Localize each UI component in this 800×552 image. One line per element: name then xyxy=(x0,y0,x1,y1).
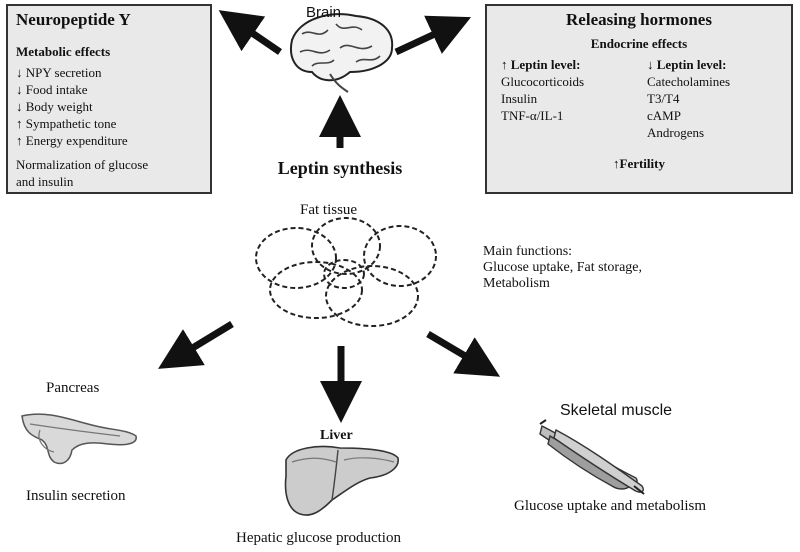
liver-illustration xyxy=(284,445,399,516)
leptin-down-item: T3/T4 xyxy=(647,91,680,106)
arrow-brain-to-npy xyxy=(218,10,282,55)
arrow-brain-to-releasing xyxy=(394,15,472,56)
arrow-fat-to-muscle xyxy=(426,330,501,377)
arrows xyxy=(158,10,501,423)
npy-box: Neuropeptide Y Metabolic effects ↓ NPY s… xyxy=(6,4,212,194)
leptin-down-item: Androgens xyxy=(647,125,705,140)
leptin-up-item: TNF-α/IL-1 xyxy=(501,108,564,123)
leptin-up-item: Insulin xyxy=(501,91,538,106)
npy-note-line: Normalization of glucose xyxy=(16,157,149,172)
leptin-up-column: ↑ Leptin level: Glucocorticoids Insulin … xyxy=(501,56,584,124)
pancreas-label: Pancreas xyxy=(46,380,100,396)
main-functions-line: Metabolism xyxy=(483,276,550,291)
leptin-synthesis-title: Leptin synthesis xyxy=(277,158,403,178)
fat-cells-illustration xyxy=(255,217,437,327)
releasing-subtitle: Endocrine effects xyxy=(590,36,688,51)
brain-label: Brain xyxy=(306,4,342,21)
npy-item: ↓ NPY secretion xyxy=(16,65,102,80)
leptin-down-item: cAMP xyxy=(647,108,681,123)
pancreas-illustration xyxy=(21,413,137,465)
brain-illustration xyxy=(290,13,394,93)
npy-items: ↓ NPY secretion ↓ Food intake ↓ Body wei… xyxy=(16,64,128,149)
releasing-title: Releasing hormones xyxy=(566,10,712,29)
npy-note-line: and insulin xyxy=(16,174,74,189)
main-functions-line: Main functions: xyxy=(483,244,573,259)
main-functions-text: Main functions: Glucose uptake, Fat stor… xyxy=(483,244,642,292)
fertility-label: ↑Fertility xyxy=(613,156,665,171)
leptin-down-column: ↓ Leptin level: Catecholamines T3/T4 cAM… xyxy=(647,56,730,141)
npy-item: ↑ Sympathetic tone xyxy=(16,116,117,131)
muscle-effect: Glucose uptake and metabolism xyxy=(514,498,707,514)
leptin-down-header: ↓ Leptin level: xyxy=(647,57,727,72)
muscle-label: Skeletal muscle xyxy=(560,402,673,419)
pancreas-effect: Insulin secretion xyxy=(26,488,126,504)
fat-tissue-label: Fat tissue xyxy=(300,202,358,218)
liver-effect: Hepatic glucose production xyxy=(236,530,401,546)
npy-item: ↓ Body weight xyxy=(16,99,93,114)
npy-subtitle: Metabolic effects xyxy=(16,44,111,59)
main-functions-line: Glucose uptake, Fat storage, xyxy=(483,260,643,275)
leptin-up-item: Glucocorticoids xyxy=(501,74,585,89)
leptin-down-item: Catecholamines xyxy=(647,74,731,89)
npy-note: Normalization of glucose and insulin xyxy=(16,156,148,190)
liver-label: Liver xyxy=(320,428,353,443)
releasing-hormones-box: Releasing hormones Endocrine effects ↑ L… xyxy=(485,4,793,194)
npy-title: Neuropeptide Y xyxy=(16,10,131,29)
muscle-illustration xyxy=(539,419,645,495)
leptin-up-header: ↑ Leptin level: xyxy=(501,57,581,72)
npy-item: ↓ Food intake xyxy=(16,82,88,97)
npy-item: ↑ Energy expenditure xyxy=(16,133,128,148)
arrow-fat-to-pancreas xyxy=(158,321,234,369)
